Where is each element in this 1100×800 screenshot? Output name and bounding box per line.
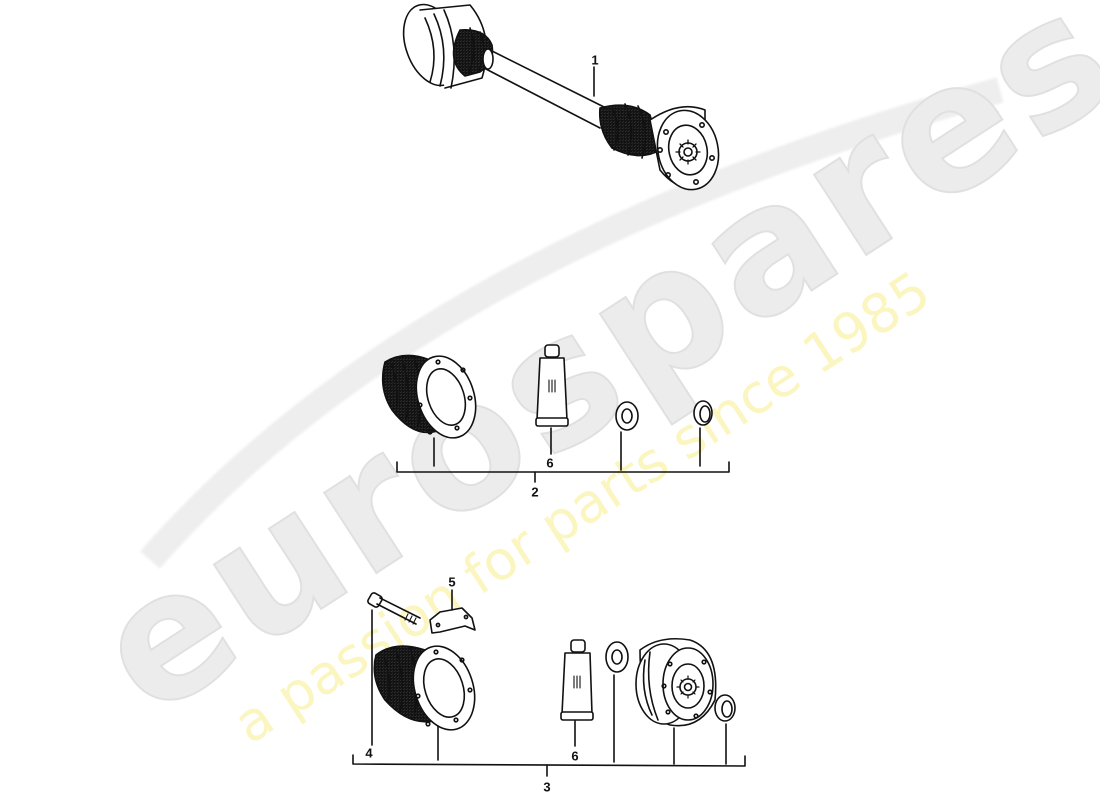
- grease-tube-group-2[interactable]: [535, 344, 569, 427]
- cv-joint-group-3[interactable]: [635, 637, 717, 727]
- ring-group-2[interactable]: [615, 401, 639, 431]
- bracket-group-2: [396, 461, 730, 483]
- boot-with-flange-group-3[interactable]: [373, 638, 485, 738]
- circlip-group-3[interactable]: [714, 694, 736, 722]
- callout-6-group-2[interactable]: 6: [546, 455, 554, 471]
- grease-tube-group-3[interactable]: [560, 639, 594, 721]
- watermark-swoosh: [140, 77, 1004, 569]
- callout-1[interactable]: 1: [591, 52, 599, 68]
- leader-lines-group-3: [371, 589, 727, 765]
- drive-shaft-assembly[interactable]: [393, 0, 725, 195]
- leader-lines-group-2: [433, 427, 701, 471]
- ring-group-3[interactable]: [605, 641, 629, 673]
- callout-4[interactable]: 4: [365, 745, 373, 761]
- callout-2[interactable]: 2: [531, 484, 539, 500]
- plate-part-5[interactable]: [429, 607, 476, 634]
- bolt-part-4[interactable]: [367, 592, 421, 625]
- callout-3[interactable]: 3: [543, 779, 551, 795]
- circlip-group-2[interactable]: [693, 400, 713, 426]
- callout-6-group-3[interactable]: 6: [571, 748, 579, 764]
- boot-with-flange-group-2[interactable]: [381, 348, 486, 445]
- callout-5[interactable]: 5: [448, 574, 456, 590]
- bracket-group-3: [352, 754, 746, 777]
